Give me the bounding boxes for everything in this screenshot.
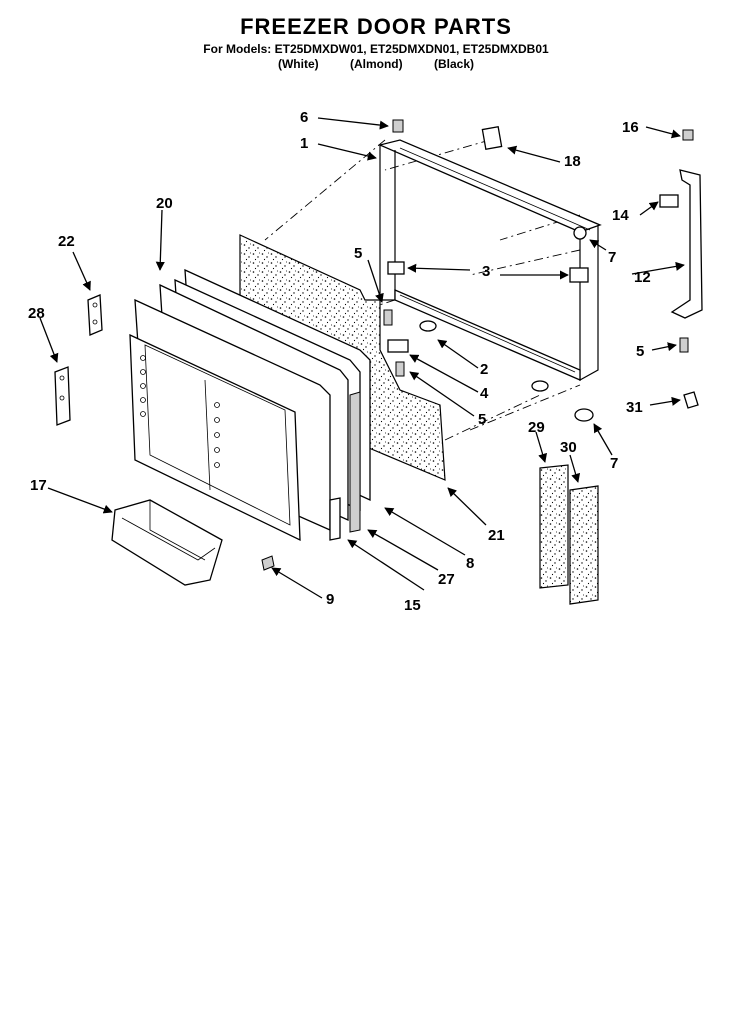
callout-arrows (39, 117, 685, 599)
callout-28: 28 (28, 305, 45, 322)
hardware (261, 119, 699, 571)
callout-31: 31 (626, 399, 643, 416)
callout-14: 14 (612, 207, 629, 224)
color-white: (White) (277, 57, 319, 71)
callout-12: 12 (634, 269, 651, 286)
handle-part-12 (659, 169, 703, 319)
color-almond: (Almond) (349, 57, 403, 71)
callout-16: 16 (622, 119, 639, 136)
door-dots (140, 355, 220, 468)
callout-21: 21 (488, 527, 505, 544)
page-title: FREEZER DOOR PARTS (240, 14, 512, 39)
strip-parts (329, 391, 361, 541)
callout-18: 18 (564, 153, 581, 170)
model-list: For Models: ET25DMXDW01, ET25DMXDN01, ET… (203, 42, 549, 56)
bracket-part-22 (87, 294, 103, 336)
callout-6: 6 (300, 109, 308, 126)
diagram-header: FREEZER DOOR PARTS For Models: ET25DMXDW… (0, 14, 752, 72)
callout-29: 29 (528, 419, 545, 436)
door-frame-part-1 (377, 139, 602, 382)
bracket-part-28 (54, 366, 71, 426)
callout-2: 2 (480, 361, 488, 378)
callout-27: 27 (438, 571, 455, 588)
callout-5-upper: 5 (354, 245, 362, 262)
door-bin-part-17 (111, 499, 223, 586)
callout-1: 1 (300, 135, 308, 152)
callout-4: 4 (480, 385, 489, 402)
callout-22: 22 (58, 233, 75, 250)
callout-15: 15 (404, 597, 421, 614)
callout-7-top: 7 (608, 249, 616, 266)
callout-5-lower: 5 (478, 411, 486, 428)
callout-20: 20 (156, 195, 173, 212)
callout-7-bottom: 7 (610, 455, 618, 472)
door-panels (129, 268, 371, 542)
callout-5-right: 5 (636, 343, 644, 360)
color-black: (Black) (433, 57, 474, 71)
callout-30: 30 (560, 439, 577, 456)
callout-9: 9 (326, 591, 334, 608)
callout-3: 3 (482, 263, 490, 280)
color-list: (White) (Almond) (Black) (0, 57, 752, 72)
callout-8: 8 (466, 555, 474, 572)
callout-labels: 6 1 18 16 14 7 3 12 5 2 4 5 5 31 7 29 30… (28, 109, 651, 614)
callout-17: 17 (30, 477, 47, 494)
